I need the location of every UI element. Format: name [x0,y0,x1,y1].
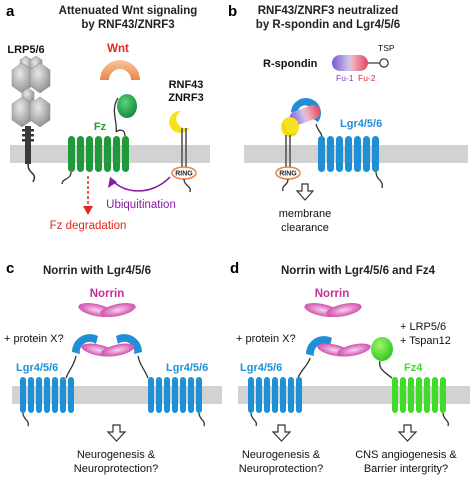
panel-b-title-line2: by R-spondin and Lgr4/5/6 [256,19,400,31]
lgr-complex-c [65,334,149,379]
lgr-tm-c-right [148,377,202,413]
outcome-c-line1: Neurogenesis & [77,449,156,461]
panel-a-letter: a [6,3,15,20]
outcome-d-left-line2: Neuroprotection? [239,463,323,475]
rnf43-pa-domain [169,110,190,133]
outcome-b-line2: clearance [281,222,329,234]
rspondin-legend: R-spondin TSP Fu-1 Fu-2 [263,43,395,83]
tsp-label: TSP [378,43,395,53]
lgr-label-b: Lgr4/5/6 [340,118,382,130]
protein-x-c: + protein X? [4,333,64,345]
rspondin-label: R-spondin [263,58,318,70]
lgr-label-c-right: Lgr4/5/6 [166,362,208,374]
panel-a-title-line2: by RNF43/ZNRF3 [81,19,174,31]
panel-d-title: Norrin with Lgr4/5/6 and Fz4 [281,265,436,277]
panel-d-letter: d [230,260,239,277]
wnt-label: Wnt [107,43,129,55]
ubiquitination-label: Ubiquitination [106,199,176,211]
panel-b-title-line1: RNF43/ZNRF3 neutralized [258,5,399,17]
outcome-d-left-line1: Neurogenesis & [242,449,321,461]
znrf3-label: ZNRF3 [168,92,203,104]
fz4-crd [371,337,393,361]
ring-label-b: RING [279,171,297,178]
norrin-label-d: Norrin [315,288,350,300]
panel-c: c Norrin with Lgr4/5/6 Norrin + protein … [4,260,222,475]
outcome-arrow-d-right: CNS angiogenesis & Barrier intergrity? [355,424,457,475]
rnf43-label: RNF43 [169,79,204,91]
tspan-d: + Tspan12 [400,335,451,347]
lrp-d: + LRP5/6 [400,321,446,333]
panel-c-title: Norrin with Lgr4/5/6 [43,265,151,277]
rspondin-molecule [332,55,368,71]
outcome-c-line2: Neuroprotection? [74,463,158,475]
lgr-label-c-left: Lgr4/5/6 [16,362,58,374]
lrp-receptor: LRP5/6 [7,44,51,183]
panel-a-title-line1: Attenuated Wnt signaling [59,5,198,17]
protein-x-d: + protein X? [236,333,296,345]
ring-label-a: RING [175,171,193,178]
outcome-d-right-line1: CNS angiogenesis & [355,449,457,461]
fz-receptor: Fz [61,94,137,185]
clearance-arrow: membrane clearance [279,183,332,234]
rnf43-znrf3: RNF43 ZNRF3 RING [168,79,204,193]
panel-c-letter: c [6,260,14,277]
lgr-tm-d [248,377,302,413]
outcome-d-right-line2: Barrier intergrity? [364,463,448,475]
panel-a: a Attenuated Wnt signaling by RNF43/ZNRF… [6,3,210,232]
fu1-label: Fu-1 [336,73,354,83]
lgr-complex-d [297,336,393,379]
panel-b: b RNF43/ZNRF3 neutralized by R-spondin a… [228,3,468,234]
fz4-label: Fz4 [404,362,423,374]
lgr-tm-c-left [20,377,74,413]
lrp-label: LRP5/6 [7,44,44,56]
panel-b-letter: b [228,3,237,20]
fz-degradation-label: Fz degradation [50,220,127,232]
lgr-label-d: Lgr4/5/6 [240,362,282,374]
panel-d: d Norrin with Lgr4/5/6 and Fz4 Norrin + … [230,260,470,475]
norrin-dimer-top-c [78,303,136,317]
outcome-arrow-d-left: Neurogenesis & Neuroprotection? [239,424,323,475]
fu2-label: Fu-2 [358,73,376,83]
fz-crd [117,94,137,118]
norrin-dimer-top-d [304,303,362,317]
fz-label: Fz [94,121,107,133]
ubiquitination-arrow: Ubiquitination [106,176,176,211]
degradation-arrow: Fz degradation [50,176,127,232]
norrin-label-c: Norrin [90,288,125,300]
tsp-domain [379,58,389,68]
outcome-b-line1: membrane [279,208,332,220]
wnt-ligand: Wnt [100,43,140,80]
outcome-arrow-c: Neurogenesis & Neuroprotection? [74,424,158,475]
fz4-tm [392,377,446,413]
ternary-complex: RING Lgr4/5/6 [275,98,383,192]
